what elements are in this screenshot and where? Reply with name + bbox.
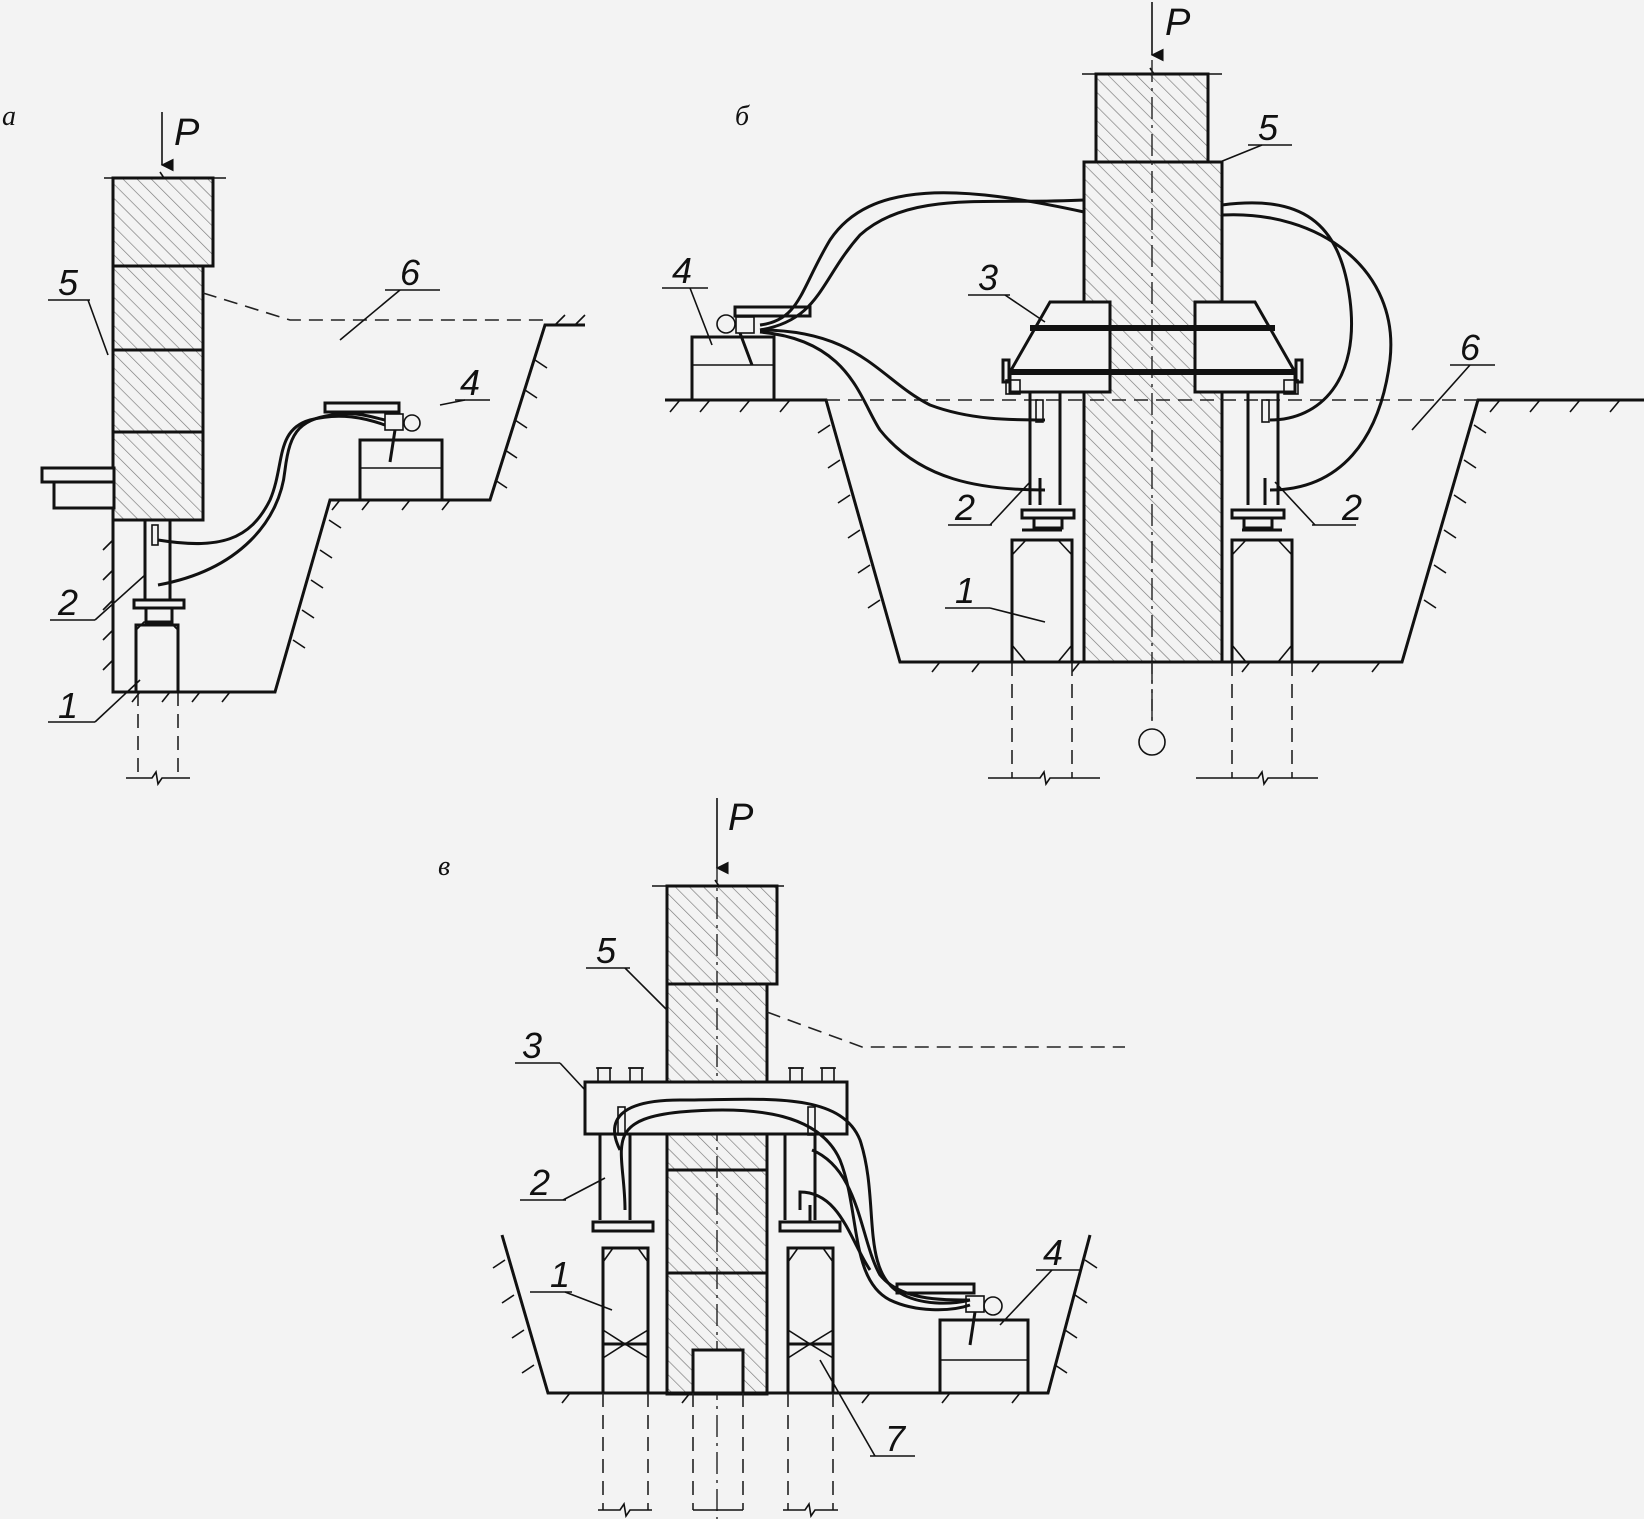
callout-4: 4 <box>460 362 480 403</box>
callout-1: 1 <box>550 1254 570 1295</box>
callout-6: 6 <box>1460 327 1481 368</box>
panel-c-column-top <box>665 884 779 986</box>
panel-a-side-beam <box>40 466 116 484</box>
panel-a-column-segment <box>111 348 205 434</box>
callout-3: 3 <box>978 257 998 298</box>
panel-a-force-label: P <box>174 112 200 154</box>
panel-c-force-label: P <box>728 797 754 839</box>
callout-4: 4 <box>672 250 692 291</box>
callout-4: 4 <box>1043 1232 1063 1273</box>
panel-a-pit-outline <box>111 323 585 694</box>
panel-b-column <box>1082 160 1224 664</box>
panel-b-clamp-right <box>1193 300 1297 394</box>
panel-b-jack-right <box>1230 392 1286 530</box>
panel-a: а P <box>2 101 586 787</box>
panel-b-label: б <box>735 101 750 132</box>
panel-a-pump-station <box>358 438 444 502</box>
panel-b-pile-element-left <box>1010 528 1074 664</box>
callout-5: 5 <box>596 930 617 971</box>
callout-2: 2 <box>954 487 975 528</box>
callout-7: 7 <box>885 1418 907 1459</box>
callout-1: 1 <box>955 570 975 611</box>
panel-a-column-top <box>111 176 215 268</box>
panel-a-label: а <box>2 101 16 132</box>
callout-3: 3 <box>522 1025 542 1066</box>
panel-b-pile-element-right <box>1230 528 1294 664</box>
panel-b-jack-left <box>1020 392 1076 530</box>
panel-a-column-segment <box>111 430 205 522</box>
panel-b: б P <box>662 2 1644 787</box>
panel-b-pump-station <box>690 335 776 402</box>
callout-5: 5 <box>1258 107 1279 148</box>
panel-b-force-label: P <box>1165 2 1191 44</box>
panel-c: в P <box>438 797 1125 1519</box>
panel-c-pile-element-left <box>601 1246 650 1395</box>
panel-b-pit-outline <box>665 398 1644 664</box>
panel-b-clamp-left <box>1008 300 1112 394</box>
callout-2: 2 <box>57 582 78 623</box>
panel-a-column-segment <box>111 264 205 352</box>
callout-1: 1 <box>58 685 78 726</box>
panel-c-label: в <box>438 851 450 882</box>
callout-6: 6 <box>400 252 421 293</box>
callout-5: 5 <box>58 262 79 303</box>
panel-a-pile-element <box>134 623 180 694</box>
panel-c-pump-station <box>938 1318 1030 1395</box>
panel-c-pit-outline <box>500 1234 1092 1395</box>
callout-2: 2 <box>1341 487 1362 528</box>
callout-2: 2 <box>529 1162 550 1203</box>
